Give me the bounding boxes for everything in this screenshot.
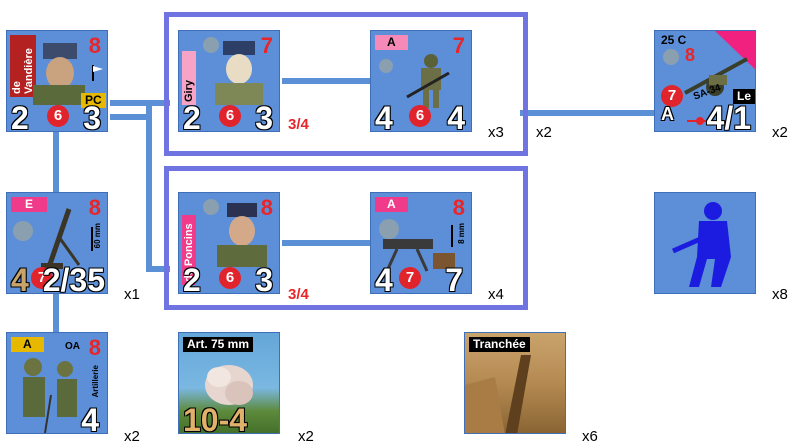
morale-value: 8: [89, 33, 101, 59]
count-label: x6: [582, 428, 598, 445]
type-tag: A: [11, 337, 44, 352]
count-label: x3: [488, 124, 504, 141]
gun-letter: A: [661, 97, 674, 131]
stat-right: 3: [255, 101, 273, 132]
stat-left: 2: [11, 101, 29, 132]
observers-icon: [15, 355, 89, 434]
gun-top-label: 25 C: [661, 33, 686, 47]
stat-circle: 6: [47, 105, 69, 127]
role-label: Artillerie: [91, 365, 100, 397]
count-label: x2: [124, 428, 140, 445]
ratio-label: 3/4: [288, 116, 309, 133]
connector-h-top: [110, 100, 170, 106]
emblem-icon: [377, 57, 395, 75]
counter-silhouette[interactable]: [654, 192, 756, 294]
flag-icon: [91, 65, 105, 81]
stat-right: 7: [445, 263, 463, 294]
officer-portrait-icon: [213, 39, 265, 105]
stat-circle: 6: [409, 105, 431, 127]
range-arrow-icon: [447, 225, 457, 247]
observer-stat: 4: [81, 403, 99, 434]
connector-h-top2: [110, 114, 150, 120]
type-tag: A: [375, 197, 408, 212]
count-label: x2: [298, 428, 314, 445]
counter-poncins[interactable]: de Poncins 8 2 6 3: [178, 192, 280, 294]
count-label: x4: [488, 286, 504, 303]
counter-giry[interactable]: Giry 7 2 6 3: [178, 30, 280, 132]
officer-portrait-icon: [29, 41, 89, 105]
gun-stats: 4/1: [707, 101, 751, 132]
stat-left: 2: [183, 101, 201, 132]
trench-icon: [465, 355, 566, 434]
stat-left: 2: [183, 263, 201, 294]
observer-sub: OA: [65, 341, 80, 352]
trench-title: Tranchée: [469, 337, 530, 352]
connector-v-down: [146, 100, 152, 272]
officer-portrait-icon: [215, 201, 269, 267]
ratio-label: 3/4: [288, 286, 309, 303]
count-label: x1: [124, 286, 140, 303]
count-label: x8: [772, 286, 788, 303]
type-tag: A: [375, 35, 408, 50]
counter-gun[interactable]: 25 C 8 7 SA-34 Le A 4/1: [654, 30, 756, 132]
stat-right: 4: [447, 101, 465, 132]
stat-left: 4: [11, 263, 29, 294]
soldier-silhouette-icon: [669, 201, 743, 289]
counter-name: Giry: [182, 51, 196, 105]
stat-right: 3: [83, 101, 101, 132]
connector-to-gun: [520, 110, 655, 116]
stat-circle: 6: [219, 267, 241, 289]
artillery-title: Art. 75 mm: [183, 337, 253, 352]
stat-circle: 7: [399, 267, 421, 289]
stat-circle: 6: [219, 105, 241, 127]
stat-left: 4: [375, 263, 393, 294]
group-count-label: x2: [536, 124, 552, 141]
morale-value: 8: [89, 195, 101, 221]
emblem-icon: [11, 219, 35, 243]
count-label: x2: [772, 124, 788, 141]
caliber-label: 60 mm: [93, 223, 102, 248]
counter-observer[interactable]: A OA 8 Artillerie 4: [6, 332, 108, 434]
counter-trench[interactable]: Tranchée: [464, 332, 566, 434]
counter-vandiere[interactable]: de Vandière 8 PC 2 6 3: [6, 30, 108, 132]
morale-value: 8: [89, 335, 101, 361]
morale-value: 8: [453, 195, 465, 221]
artillery-stats: 10-4: [183, 403, 247, 434]
counter-mortar[interactable]: E 8 60 mm 4 7 2/35: [6, 192, 108, 294]
emblem-icon: [661, 47, 681, 67]
counter-artillery[interactable]: Art. 75 mm 10-4: [178, 332, 280, 434]
stat-right: 3: [255, 263, 273, 294]
stat-left: 4: [375, 101, 393, 132]
counter-infantry[interactable]: A 7 4 6 4: [370, 30, 472, 132]
counter-machine-gun[interactable]: A 8 8 mm 4 7 7: [370, 192, 472, 294]
caliber-label: 8 mm: [457, 223, 466, 244]
stat-right: 2/35: [43, 263, 105, 294]
